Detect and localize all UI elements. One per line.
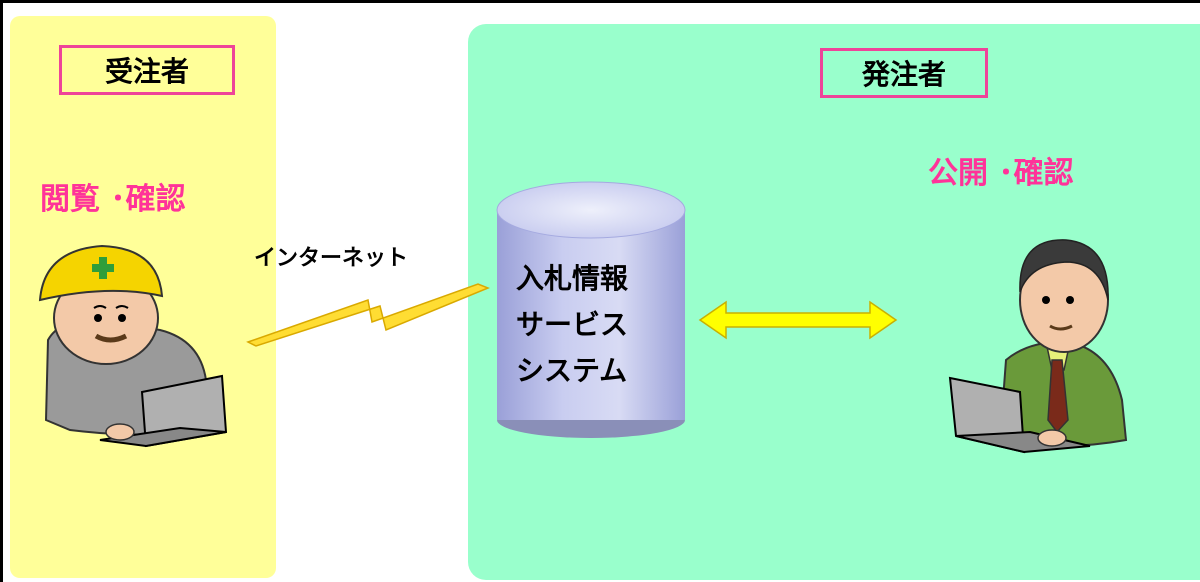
contractor-action-label: 閲覧 ･確認 — [40, 182, 186, 217]
orderer-worker-icon — [948, 239, 1128, 454]
contractor-role-label: 受注者 — [59, 45, 235, 95]
double-arrow-icon — [698, 300, 898, 340]
internet-label: インターネット — [254, 246, 409, 271]
system-label: 入札情報 サービス システム — [516, 256, 666, 394]
orderer-role-label: 発注者 — [820, 48, 988, 98]
contractor-worker-icon — [38, 244, 228, 448]
system-label-line: 入札情報 — [516, 262, 629, 295]
lightning-bolt-icon — [246, 283, 490, 347]
database-cylinder-icon — [496, 181, 686, 438]
system-label-line: システム — [516, 354, 628, 387]
system-label-line: サービス — [516, 308, 629, 341]
orderer-action-label: 公開 ･確認 — [928, 156, 1074, 191]
